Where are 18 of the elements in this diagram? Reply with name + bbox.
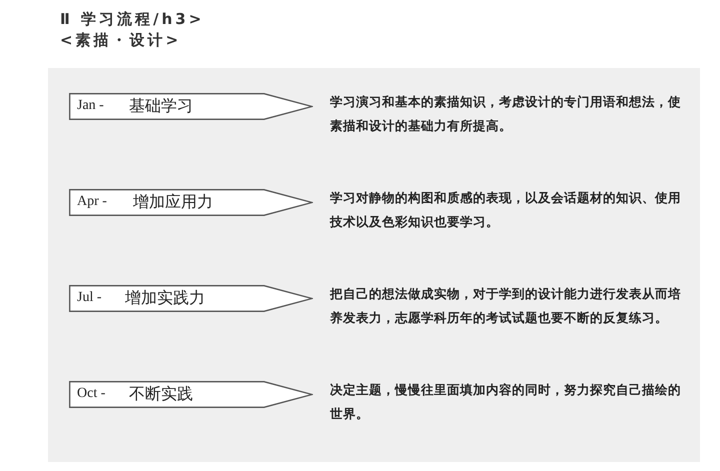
arrow-label [69, 93, 313, 120]
description-text: 学习对静物的构图和质感的表现，以及会话题材的知识、使用技术以及色彩知识也要学习。 [330, 190, 682, 231]
arrow-label [69, 381, 313, 408]
arrow-label [69, 285, 313, 312]
month-text: Jan - [77, 98, 104, 114]
stage-text: 增加实践力 [125, 288, 205, 309]
subheading: <素描・设计> [60, 31, 182, 50]
description-text: 把自己的想法做成实物，对于学到的设计能力进行发表从而培养发表力，志愿学科历年的考试试题也要不断的反复练习。 [330, 286, 682, 327]
stage-text: 不断实践 [129, 384, 193, 405]
heading: Ⅱ 学习流程/h3> [60, 10, 204, 29]
month-text: Apr - [77, 194, 107, 210]
stage-text: 增加应用力 [133, 192, 213, 213]
month-text: Jul - [77, 290, 102, 306]
stage-text: 基础学习 [129, 96, 193, 117]
description-text: 决定主题，慢慢往里面填加内容的同时，努力探究自己描绘的世界。 [330, 382, 682, 423]
description-text: 学习演习和基本的素描知识，考虑设计的专门用语和想法，使素描和设计的基础力有所提高。 [330, 94, 682, 135]
arrow-label [69, 189, 313, 216]
month-text: Oct - [77, 386, 106, 402]
